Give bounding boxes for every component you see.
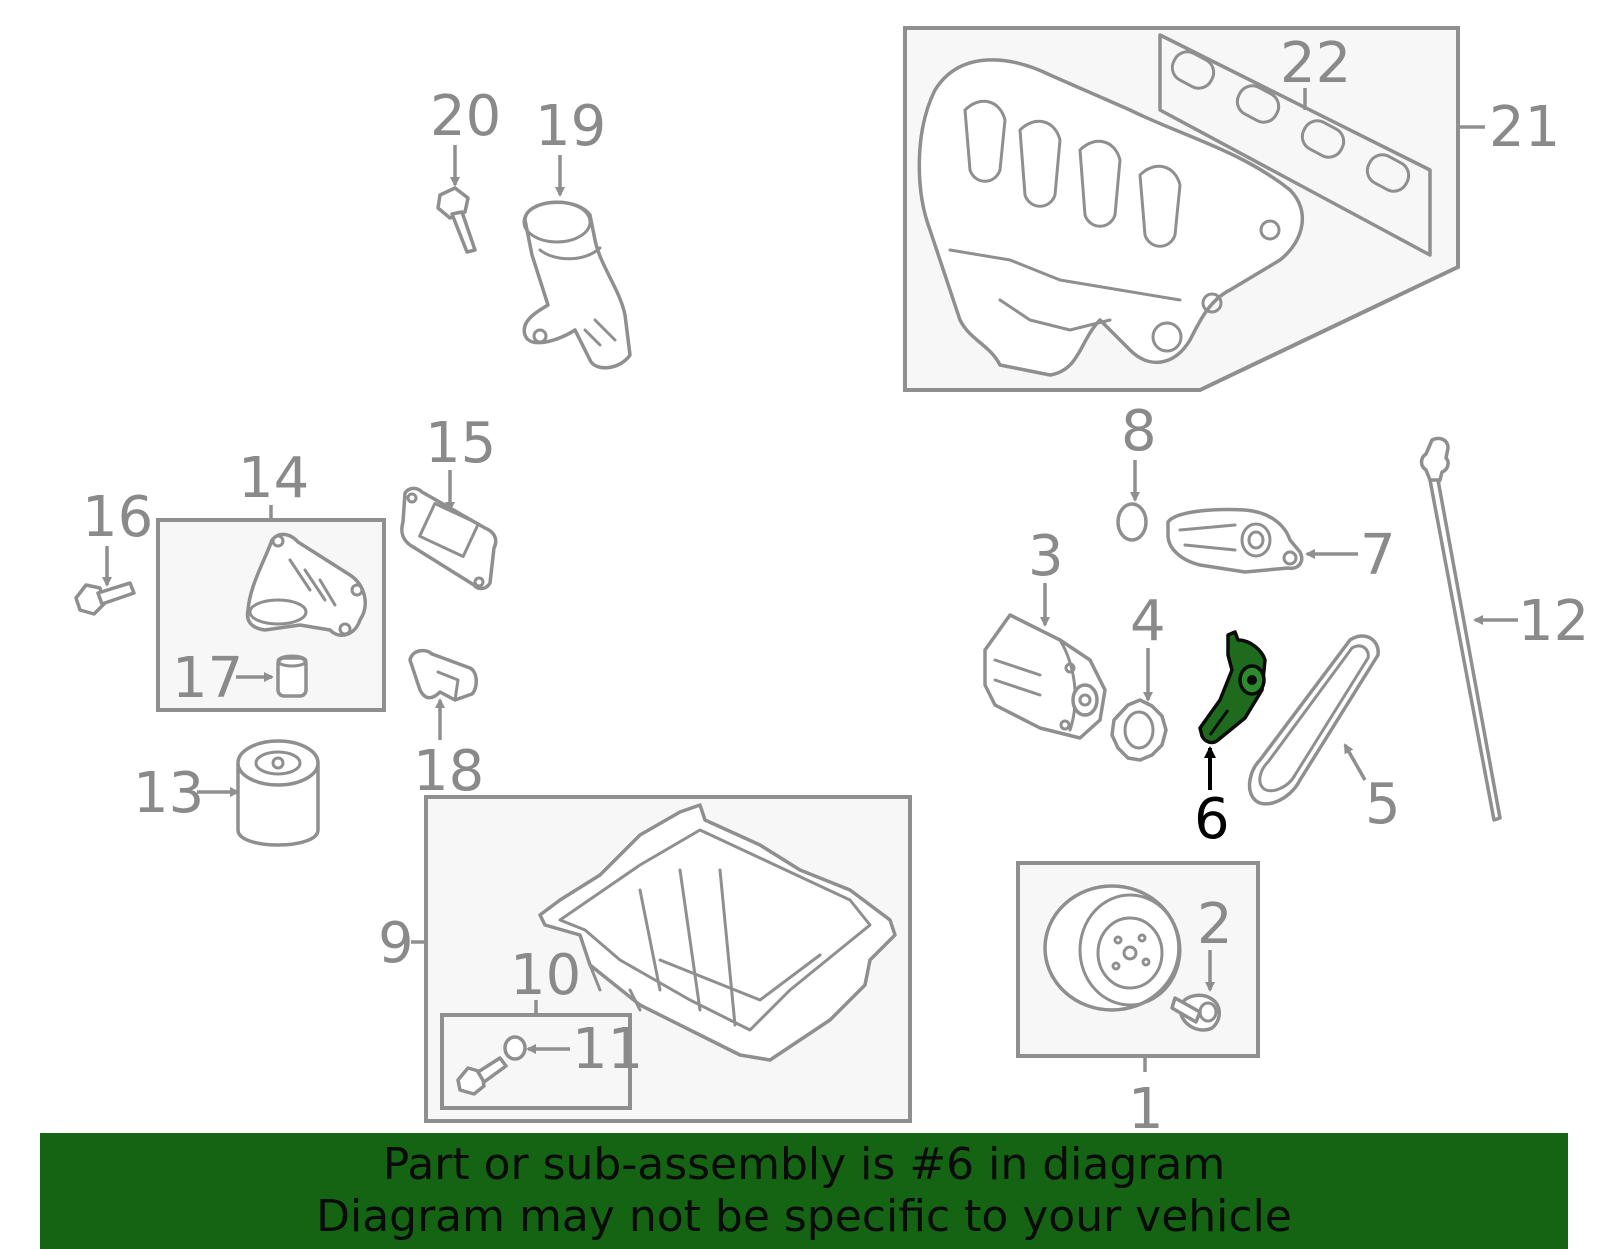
belt-5-icon [1247,634,1380,806]
label-20: 20 [430,84,501,149]
label-15: 15 [425,411,496,476]
oil-pan-9-icon [538,803,897,1062]
intake-manifold-group[interactable]: 21 22 [903,26,1560,392]
label-21: 21 [1489,95,1560,160]
pulley-1-icon [1043,884,1182,1012]
part-7-group[interactable]: 7 [1166,507,1396,589]
gasket-15-icon [400,486,498,591]
part-1-group[interactable]: 1 2 [1016,861,1260,1142]
part-3-group[interactable]: 3 [983,524,1107,740]
part-13-group[interactable]: 13 [133,739,320,847]
label-17: 17 [172,646,243,711]
part-18-group[interactable]: 18 [408,648,484,804]
label-2: 2 [1197,892,1233,957]
label-12: 12 [1518,589,1589,654]
sprocket-4-icon [1110,698,1168,762]
sensor-19-icon [522,200,632,370]
label-19: 19 [535,94,606,159]
oil-filter-adapter-14-icon [245,532,367,637]
part-19-group[interactable]: 19 [522,94,632,370]
label-8: 8 [1121,399,1157,464]
label-18: 18 [413,739,484,804]
label-1: 1 [1128,1077,1164,1142]
part-20-group[interactable]: 20 [430,84,501,254]
label-6: 6 [1194,787,1230,852]
part-5-group[interactable]: 5 [1247,634,1401,837]
part-6-group[interactable]: 6 [1194,630,1267,852]
part-15-group[interactable]: 15 [400,411,498,591]
cover-7-icon [1166,507,1304,574]
sensor-18-icon [408,648,478,702]
bolt-20-icon [436,186,477,254]
banner-line-2: Diagram may not be specific to your vehi… [316,1191,1292,1242]
label-14: 14 [238,446,309,511]
label-16: 16 [82,485,153,550]
label-4: 4 [1130,589,1166,654]
part-4-group[interactable]: 4 [1110,589,1168,762]
drain-plug-10-icon [456,1056,508,1096]
tensioner-6-icon [1198,630,1267,745]
o-ring-8-icon [1116,502,1148,542]
label-9: 9 [378,911,414,976]
part-8-group[interactable]: 8 [1116,399,1157,542]
part-16-group[interactable]: 16 [74,485,153,616]
bolt-16-icon [74,581,136,616]
label-22: 22 [1280,31,1351,96]
part-9-group[interactable]: 9 10 11 [378,795,912,1123]
part-14-group[interactable]: 14 17 [156,446,386,712]
label-11: 11 [572,1017,643,1082]
o-ring-11-icon [503,1035,527,1061]
bolt-2-icon [1170,993,1221,1032]
label-10: 10 [510,943,581,1008]
gasket-22-icon [1158,33,1432,257]
dipstick-12-icon [1419,436,1502,822]
label-3: 3 [1028,524,1064,589]
fitting-17-icon [276,654,308,698]
label-13: 13 [133,761,204,826]
intake-manifold-icon [917,58,1305,377]
info-banner: Part or sub-assembly is #6 in diagram Di… [40,1133,1568,1249]
label-7: 7 [1360,523,1396,588]
label-5: 5 [1365,772,1401,837]
part-12-group[interactable]: 12 [1419,436,1590,822]
banner-line-1: Part or sub-assembly is #6 in diagram [382,1139,1226,1190]
oil-pump-3-icon [983,613,1107,740]
oil-filter-13-icon [236,739,320,847]
